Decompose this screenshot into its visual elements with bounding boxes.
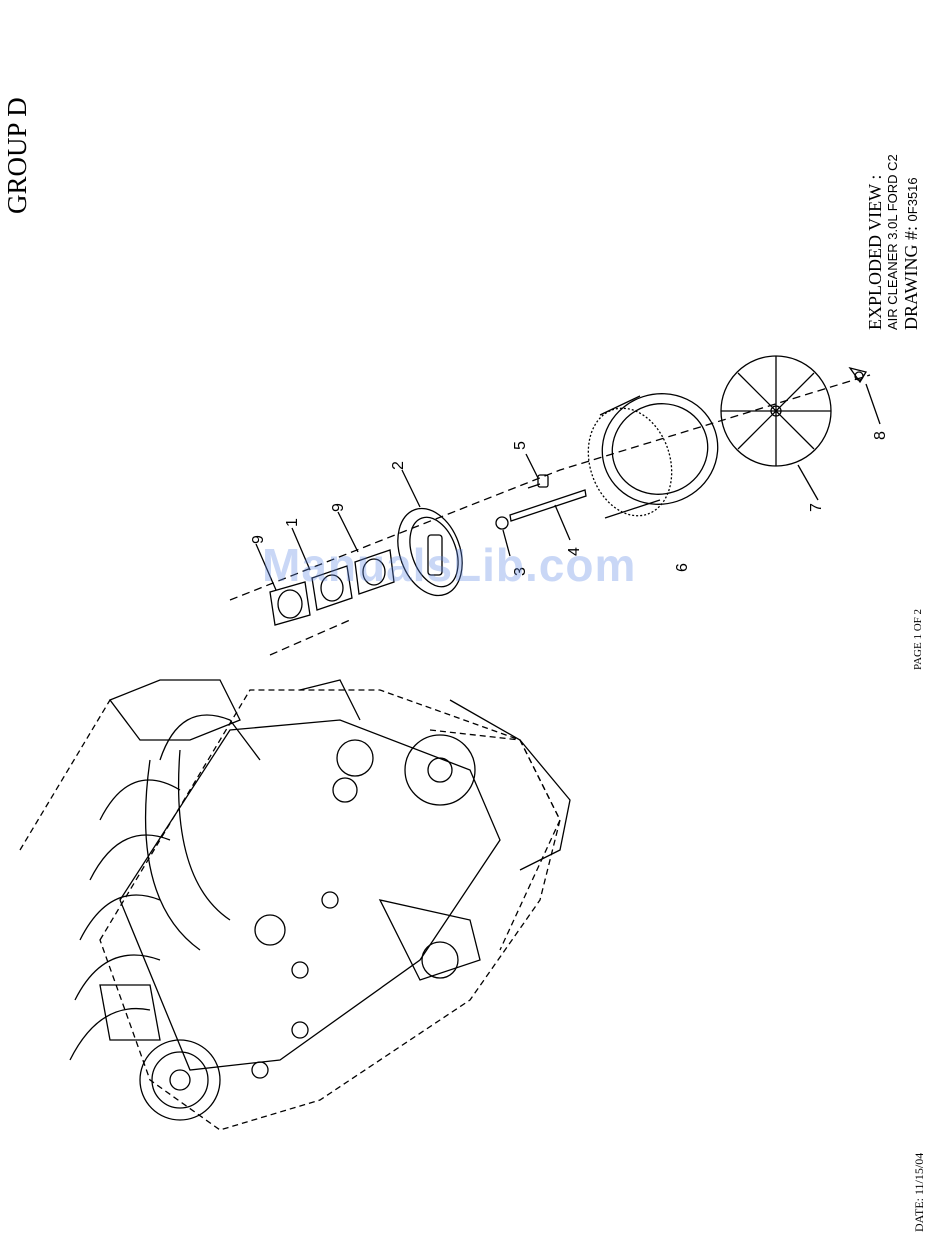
callout-2: 2 — [390, 461, 408, 470]
assembly-axis-line-lower — [270, 620, 350, 655]
filter-element-6 — [575, 379, 732, 527]
watermark: ManualsLib.com — [262, 538, 636, 592]
leader-5 — [526, 454, 538, 478]
callout-6: 6 — [674, 563, 692, 572]
callout-9-right: 9 — [330, 503, 348, 512]
cover-7 — [721, 356, 831, 466]
callout-8: 8 — [872, 431, 890, 440]
leader-8 — [866, 384, 880, 424]
callout-7: 7 — [808, 503, 826, 512]
wing-nut-8 — [850, 368, 866, 382]
engine-assembly-drawing — [20, 680, 570, 1130]
leader-2 — [402, 470, 420, 507]
callout-5: 5 — [512, 441, 530, 450]
callout-1: 1 — [284, 518, 302, 527]
leader-4 — [555, 505, 570, 540]
stud-4 — [510, 490, 586, 521]
nut-3 — [496, 517, 508, 529]
leader-7 — [798, 465, 818, 500]
